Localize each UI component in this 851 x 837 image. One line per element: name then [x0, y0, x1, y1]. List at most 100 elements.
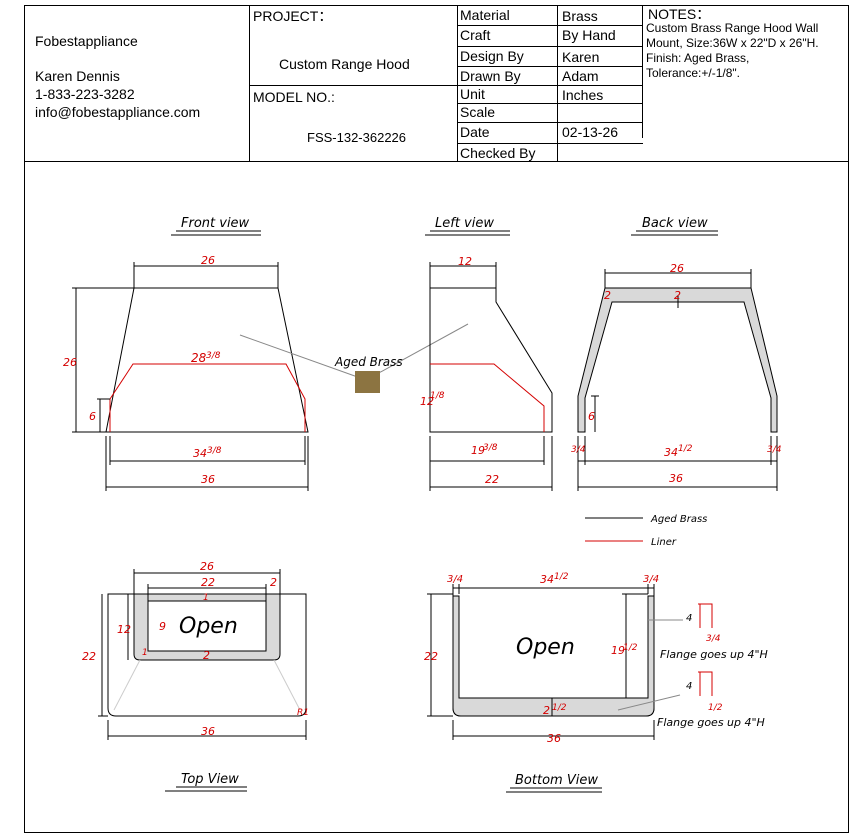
- swatch-leader-right: [365, 323, 469, 381]
- back-dim-side: 6: [588, 410, 595, 423]
- left-dim-liner-bottom: 19: [471, 444, 485, 457]
- back-profile: [577, 287, 778, 433]
- top-opening: [147, 600, 267, 652]
- left-dim-side-frac: 1/8: [430, 391, 445, 401]
- spec-label-date: Date: [460, 124, 490, 140]
- spec-label-scale: Scale: [460, 104, 496, 120]
- left-dim-liner-bottom-frac: 3/8: [483, 443, 498, 453]
- contact-email: info@fobestappliance.com: [35, 104, 201, 120]
- company-name: Fobestappliance: [35, 33, 138, 49]
- front-dim-side: 6: [89, 410, 96, 423]
- notes-line-3: Finish: Aged Brass,: [646, 51, 750, 65]
- project-label: PROJECT：: [253, 8, 333, 24]
- bottom-dim-mid-frac: 1/2: [554, 572, 569, 582]
- aged-brass-swatch: [355, 371, 380, 393]
- front-dim-liner-top: 28: [191, 351, 207, 365]
- top-dim-12-label: 12: [117, 623, 131, 636]
- bottom-dim-thick-frac: 1/2: [552, 703, 567, 713]
- back-dim-mid-frac: 1/2: [678, 444, 693, 454]
- notes-line-2: Mount, Size:36W x 22"D x 26"H.: [646, 36, 819, 50]
- contact-phone: 1-833-223-3282: [35, 86, 135, 102]
- top-dim-1-label: 1: [203, 593, 209, 603]
- swatch-leader-left: [239, 334, 367, 381]
- front-dim-height: 26: [63, 356, 77, 369]
- top-dim-9-label: 9: [159, 620, 166, 633]
- notes-line-1: Custom Brass Range Hood Wall: [646, 21, 819, 35]
- drawing-sheet: [24, 5, 849, 833]
- flange-detail-2: [698, 671, 713, 696]
- left-liner: [430, 363, 545, 432]
- back-dim-center: 2: [674, 289, 681, 302]
- spec-label-design: Design By: [460, 48, 524, 64]
- notes-title: NOTES：: [648, 6, 711, 22]
- back-dim-width: 36: [669, 472, 683, 485]
- back-dim-left-thick: 3/4: [571, 445, 586, 455]
- spec-label-craft: Craft: [460, 27, 491, 43]
- spec-value-drawn: Adam: [562, 68, 599, 84]
- top-dim-2-label: 2: [270, 576, 277, 589]
- back-dim-mid: 34: [664, 446, 678, 459]
- flange-2-thick: 1/2: [708, 703, 723, 713]
- spec-label-drawn: Drawn By: [460, 68, 521, 84]
- model-value: FSS-132-362226: [307, 130, 407, 145]
- bottom-dim-inner-frac: 1/2: [623, 643, 638, 653]
- top-dim-22-depth-label: 22: [82, 650, 96, 663]
- model-label: MODEL NO.:: [253, 89, 335, 105]
- flange-1-note: Flange goes up 4"H: [660, 648, 768, 661]
- front-outline: [105, 287, 309, 433]
- bottom-dim-mid: 34: [540, 573, 554, 586]
- back-dim-corner: 2: [604, 289, 611, 302]
- top-taper-right: [273, 659, 301, 711]
- flange-1-height: 4: [686, 613, 692, 624]
- spec-value-date: 02-13-26: [562, 124, 619, 140]
- spec-value-design: Karen: [562, 49, 600, 65]
- top-dim-c1-label: 1: [142, 648, 148, 658]
- left-dim-top: 12: [458, 255, 472, 268]
- flange-1-thick: 3/4: [706, 634, 721, 644]
- contact-name: Karen Dennis: [35, 68, 120, 84]
- top-open-label: Open: [179, 614, 238, 639]
- top-dim-radius-label: R1: [297, 708, 309, 718]
- bottom-dim-depth-label: 22: [424, 650, 438, 663]
- spec-value-material: Brass: [562, 8, 598, 24]
- title-block: Fobestappliance Karen Dennis 1-833-223-3…: [24, 5, 849, 162]
- spec-label-checked: Checked By: [460, 145, 536, 161]
- spec-value-unit: Inches: [562, 87, 604, 103]
- front-dim-top: 26: [201, 254, 215, 267]
- notes-line-4: Tolerance:+/-1/8".: [646, 66, 740, 80]
- top-dim-width-label: 36: [201, 725, 215, 738]
- legend-aged-brass-label: Aged Brass: [650, 514, 707, 525]
- top-outline: [107, 593, 307, 717]
- bottom-dim-inner-label: 19: [611, 644, 625, 657]
- project-value: Custom Range Hood: [279, 56, 410, 72]
- top-dim-c2-label: 2: [203, 649, 210, 662]
- back-dim-top: 26: [670, 262, 684, 275]
- bottom-dim-left: 3/4: [447, 574, 463, 585]
- bottom-flange-profile: [452, 595, 655, 717]
- legend-liner-label: Liner: [651, 537, 677, 548]
- bottom-dim-thick-label: 2: [543, 704, 550, 717]
- left-view-caption: Left view: [435, 216, 494, 231]
- front-view-caption: Front view: [181, 216, 250, 231]
- flange-detail-1: [698, 603, 713, 628]
- flange-2-note: Flange goes up 4"H: [657, 716, 765, 729]
- front-dim-liner-bottom: 34: [193, 447, 207, 460]
- top-dim-22-label: 22: [201, 576, 215, 589]
- front-dim-liner-top-frac: 3/8: [206, 351, 221, 361]
- bottom-flange-leader: [617, 694, 681, 711]
- bottom-open-label: Open: [516, 635, 575, 660]
- bottom-view-caption: Bottom View: [515, 773, 598, 788]
- top-taper-left: [113, 659, 141, 711]
- front-dim-width: 36: [201, 473, 215, 486]
- front-liner: [109, 363, 306, 432]
- back-view-caption: Back view: [642, 216, 708, 231]
- back-dim-right-thick: 3/4: [767, 445, 782, 455]
- spec-label-unit: Unit: [460, 86, 485, 102]
- top-dim-26-label: 26: [200, 560, 214, 573]
- spec-value-craft: By Hand: [562, 27, 616, 43]
- swatch-label: Aged Brass: [334, 355, 403, 369]
- left-outline: [429, 287, 553, 433]
- flange-2-height: 4: [686, 681, 692, 692]
- bottom-dim-right: 3/4: [643, 574, 659, 585]
